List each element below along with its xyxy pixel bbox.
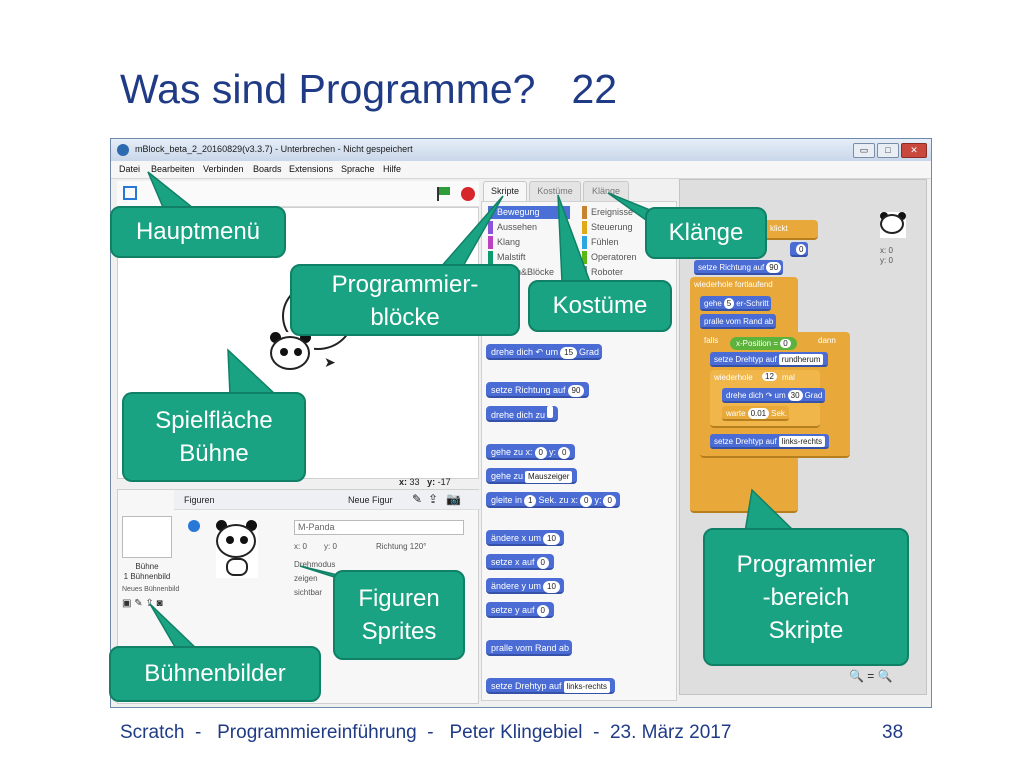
paint-sprite-icon[interactable]: ✎	[412, 492, 423, 506]
menu-extensions[interactable]: Extensions	[289, 164, 334, 174]
script-block-bounce[interactable]: pralle vom Rand ab	[700, 314, 776, 329]
mblock-logo-icon	[117, 144, 129, 156]
sprite-name-input[interactable]: M-Panda	[294, 520, 464, 535]
category-steuerung[interactable]: Steuerung	[582, 221, 668, 234]
script-sprite-y: y: 0	[880, 256, 893, 265]
category-ereignisse[interactable]: Ereignisse	[582, 206, 668, 219]
stage-coordinates: x: 33 y: -17	[399, 477, 451, 487]
window-title: mBlock_beta_2_20160829(v3.3.7) - Unterbr…	[135, 144, 413, 154]
green-flag-icon[interactable]	[437, 187, 450, 201]
condition-equals[interactable]: x-Position = 0	[730, 333, 797, 351]
script-block-1[interactable]: 0	[790, 242, 809, 257]
pointer-programmierbloecke	[438, 195, 504, 269]
menu-bar: Datei Bearbeiten Verbinden Boards Extens…	[111, 161, 931, 179]
pointer-programmierbereich	[744, 488, 797, 533]
pointer-spielflaeche	[227, 348, 278, 396]
script-sprite-x: x: 0	[880, 246, 893, 255]
callout-buehnenbilder: Bühnenbilder	[109, 646, 321, 702]
editor-tabs: Skripte Kostüme Klänge	[481, 179, 641, 201]
maximize-button[interactable]: □	[877, 143, 899, 158]
menu-bearbeiten[interactable]: Bearbeiten	[151, 164, 195, 174]
menu-sprache[interactable]: Sprache	[341, 164, 375, 174]
zoom-controls-icon[interactable]: 🔍 = 🔍	[849, 669, 893, 683]
sprite-x-label: x: 0	[294, 542, 307, 551]
category-fuehlen[interactable]: Fühlen	[582, 236, 668, 249]
upload-sprite-icon[interactable]: ⇪	[428, 492, 439, 506]
hat-block[interactable]: klickt	[760, 220, 818, 240]
backdrop-tools-icon[interactable]: ▣ ✎ ⇪ ◙	[122, 598, 163, 609]
category-operatoren[interactable]: Operatoren	[582, 251, 668, 264]
info-back-icon[interactable]	[188, 520, 200, 532]
category-aussehen[interactable]: Aussehen	[488, 221, 570, 234]
close-button[interactable]: ✕	[901, 143, 927, 158]
menu-boards[interactable]: Boards	[253, 164, 282, 174]
rotation-mode-label: Drehmodus	[294, 560, 336, 569]
slide-title: Was sind Programme? 22	[120, 66, 617, 113]
visible-label: sichtbar	[294, 588, 323, 597]
new-sprite-label: Neue Figur	[348, 495, 393, 505]
sprite-thumbnail[interactable]	[216, 520, 258, 578]
tab-klaenge[interactable]: Klänge	[583, 181, 629, 201]
callout-kostueme: Kostüme	[528, 280, 672, 332]
pointer-buehnenbilder	[149, 603, 202, 653]
slide-footer: Scratch - Programmiereinführung - Peter …	[120, 722, 732, 743]
category-klang[interactable]: Klang	[488, 236, 570, 249]
menu-datei[interactable]: Datei	[119, 164, 141, 174]
menu-hilfe[interactable]: Hilfe	[383, 164, 402, 174]
current-sprite-icon	[880, 212, 906, 238]
mouse-cursor-icon: ➤	[324, 354, 336, 370]
block-bounce[interactable]: pralle vom Rand ab	[486, 640, 572, 656]
stage-thumbnail-label: Bühne 1 Bühnenbild	[123, 562, 171, 581]
pointer-kostueme	[557, 194, 592, 283]
page-number: 38	[882, 722, 904, 743]
stop-icon[interactable]	[461, 187, 475, 201]
fullscreen-icon[interactable]	[123, 186, 137, 200]
sprites-label: Figuren	[184, 495, 215, 505]
callout-hauptmenue: Hauptmenü	[110, 206, 286, 258]
show-label: zeigen	[294, 574, 318, 583]
callout-programmierbloecke: Programmier-blöcke	[290, 264, 520, 336]
sprite-pane-header: Figuren Neue Figur ✎ ⇪ 📷	[174, 490, 480, 510]
block-point-towards[interactable]: drehe dich zu	[486, 406, 558, 422]
block-palette: Bewegung Aussehen Klang Malstift Daten&B…	[481, 201, 677, 701]
tab-skripte[interactable]: Skripte	[483, 181, 527, 201]
callout-klaenge: Klänge	[645, 207, 767, 259]
minimize-button[interactable]: ▭	[853, 143, 875, 158]
slide-title-text: Was sind Programme?	[120, 66, 536, 112]
panda-sprite[interactable]	[270, 332, 314, 372]
camera-icon[interactable]: 📷	[446, 492, 461, 506]
sprite-direction-label: Richtung 120°	[376, 542, 427, 551]
window-titlebar: mBlock_beta_2_20160829(v3.3.7) - Unterbr…	[111, 139, 931, 161]
sprite-y-label: y: 0	[324, 542, 337, 551]
slide-title-number: 22	[571, 66, 618, 112]
stage-thumbnail[interactable]	[122, 516, 172, 558]
category-malstift[interactable]: Malstift	[488, 251, 570, 264]
new-backdrop-label: Neues Bühnenbild	[122, 586, 180, 593]
menu-verbinden[interactable]: Verbinden	[203, 164, 244, 174]
tab-kostueme[interactable]: Kostüme	[529, 181, 581, 201]
